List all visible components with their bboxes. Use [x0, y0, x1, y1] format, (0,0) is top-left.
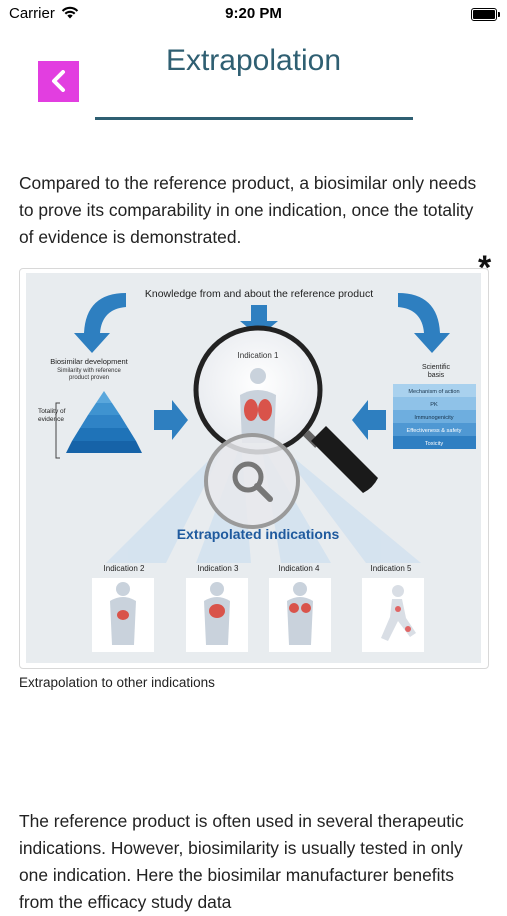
basis-item: Immunogenicity [414, 415, 453, 421]
extrapolation-figure: Knowledge from and about the reference p… [19, 268, 489, 669]
basis-item: Toxicity [425, 441, 444, 447]
indication-label: Indication 4 [279, 564, 320, 573]
totality-line1: Totality of [38, 408, 66, 415]
left-sub1: Similarity with reference [57, 368, 121, 374]
indication-label: Indication 2 [104, 564, 145, 573]
search-icon [204, 433, 300, 529]
basis-item: Mechanism of action [408, 389, 459, 395]
arrow-right-icon [154, 400, 188, 440]
indication-figure [186, 578, 248, 652]
extrapolated-label: Extrapolated indications [177, 526, 340, 542]
arrow-left-icon [352, 400, 386, 440]
chevron-left-icon [52, 70, 65, 92]
clock: 9:20 PM [225, 5, 282, 22]
indication-label: Indication 5 [371, 564, 412, 573]
back-button[interactable] [38, 61, 79, 102]
left-title: Biosimilar development [50, 357, 128, 366]
wifi-icon [61, 6, 79, 24]
evidence-pyramid [66, 391, 142, 453]
extrapolation-diagram: Knowledge from and about the reference p… [38, 288, 476, 652]
totality-line2: evidence [38, 416, 64, 423]
figure-image: Knowledge from and about the reference p… [26, 273, 481, 663]
status-bar: Carrier 9:20 PM [0, 0, 507, 28]
carrier-label: Carrier [9, 5, 55, 22]
page-title: Extrapolation [165, 44, 342, 77]
battery-icon [471, 8, 500, 21]
right-title1: Scientific [422, 364, 451, 371]
intro-paragraph: Compared to the reference product, a bio… [19, 173, 477, 247]
center-label: Indication 1 [238, 351, 279, 360]
title-divider [95, 117, 413, 120]
arrow-curve-left-icon [74, 293, 126, 353]
torso-figure [240, 368, 276, 443]
indication-label: Indication 3 [198, 564, 239, 573]
right-title2: basis [428, 372, 445, 379]
basis-item: PK [430, 402, 438, 408]
body-paragraph: The reference product is often used in s… [19, 811, 464, 912]
basis-item: Effectiveness & safety [407, 428, 462, 434]
left-sub2: product proven [69, 375, 109, 381]
indication-figure [92, 578, 154, 652]
arrow-curve-right-icon [398, 293, 450, 353]
figure-caption: Extrapolation to other indications [19, 675, 215, 690]
indication-figure [362, 578, 424, 652]
top-label: Knowledge from and about the reference p… [145, 288, 373, 300]
indication-figure [269, 578, 331, 652]
